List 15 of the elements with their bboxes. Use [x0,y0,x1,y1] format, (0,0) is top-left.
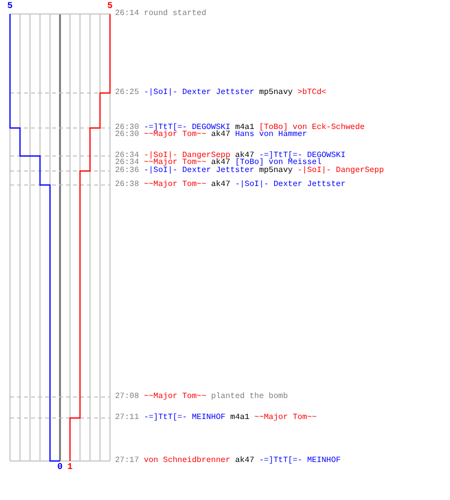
count-label: 0 [57,463,63,472]
log-entry: 26:30 ~~Major Tom~~ ak47 Hans von Hammer [115,131,308,138]
log-entry: 26:38 ~~Major Tom~~ ak47 -|SoI|- Dexter Jettster [115,181,346,188]
log-entry: 27:17 von Schneidbrenner ak47 -=]TtT[=- MEINHOF [115,457,341,464]
count-label: 5 [107,2,113,11]
log-entry: 26:36 -|SoI|- Dexter Jettster mp5navy -|SoI|- DangerSepp [115,167,384,174]
log-entry: 26:25 -|SoI|- Dexter Jettster mp5navy >bTCd< [115,89,326,96]
count-label: 1 [67,463,73,472]
log-entry: 26:30 -=]TtT[=- DEGOWSKI m4a1 [ToBo] von Eck-Schwede [115,124,365,131]
log-entry: 26:34 -|SoI|- DangerSepp ak47 -=]TtT[=- DEGOWSKI [115,152,346,159]
log-entry: 27:08 ~~Major Tom~~ planted the bomb [115,393,288,400]
count-label: 5 [7,2,13,11]
log-entry: 26:14 round started [115,10,206,17]
log-entry: 26:34 ~~Major Tom~~ ak47 [ToBo] von Meissel [115,159,322,166]
log-entry: 27:11 -=]TtT[=- MEINHOF m4a1 ~~Major Tom~~ [115,414,317,421]
